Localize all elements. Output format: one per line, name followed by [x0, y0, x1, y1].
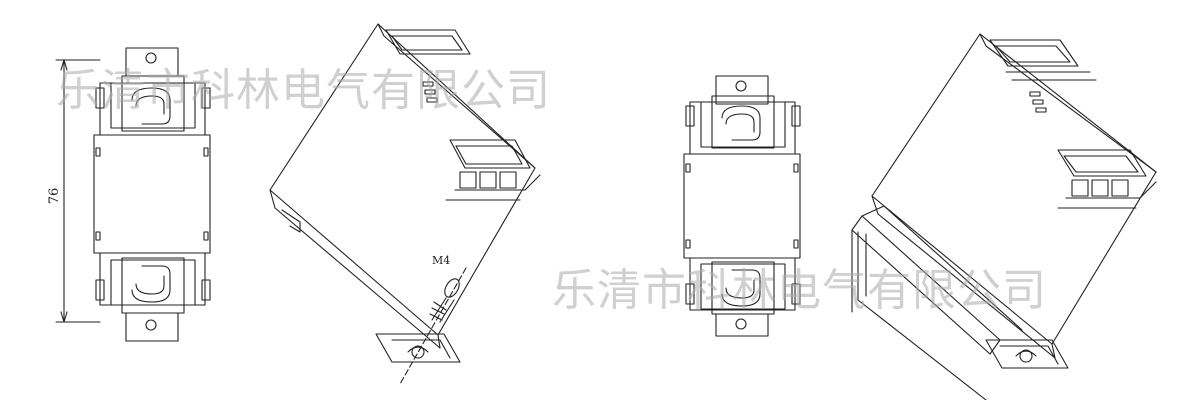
screw-label: M4 — [432, 254, 450, 267]
front-view-right — [683, 75, 801, 337]
m4-screw: M4 — [399, 254, 467, 385]
dimension-label: 76 — [47, 188, 62, 205]
watermark-text: 乐清市科林电气有限公司 — [56, 65, 551, 116]
isometric-view-right — [851, 33, 1157, 401]
front-view-left: 76 — [47, 47, 211, 342]
isometric-view-left: M4 — [269, 23, 541, 385]
dimension-76: 76 — [47, 59, 101, 323]
watermark-text: 乐清市科林电气有限公司 — [552, 265, 1047, 316]
